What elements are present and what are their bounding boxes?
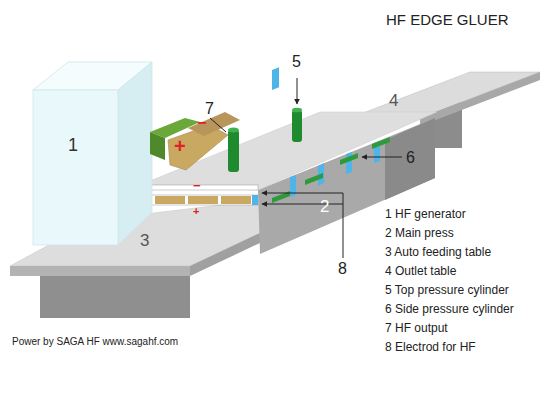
callout-number: 5 bbox=[292, 53, 301, 71]
polarity-sign: − bbox=[193, 179, 201, 193]
leader-lines bbox=[210, 78, 402, 258]
polarity-sign: − bbox=[197, 114, 206, 132]
hf-generator bbox=[33, 62, 152, 245]
hf-output bbox=[150, 112, 240, 172]
callout-number: 8 bbox=[338, 260, 347, 278]
key-entry: 6 Side pressure cylinder bbox=[385, 303, 514, 316]
key-entry: 4 Outlet table bbox=[385, 265, 456, 278]
callout-number: 4 bbox=[389, 92, 398, 111]
callout-number: 6 bbox=[406, 149, 415, 167]
diagram-title: HF EDGE GLUER bbox=[386, 12, 509, 29]
polarity-sign: + bbox=[193, 205, 199, 217]
credit-caption: Power by SAGA HF www.sagahf.com bbox=[12, 336, 178, 347]
key-entry: 5 Top pressure cylinder bbox=[385, 284, 509, 297]
key-entry: 2 Main press bbox=[385, 227, 454, 240]
callout-number: 1 bbox=[68, 136, 78, 156]
callout-number: 2 bbox=[320, 198, 329, 217]
key-entry: 1 HF generator bbox=[385, 208, 466, 221]
key-entry: 7 HF output bbox=[385, 322, 448, 335]
main-press bbox=[140, 67, 437, 254]
key-entry: 3 Auto feeding table bbox=[385, 246, 491, 259]
key-entry: 8 Electrod for HF bbox=[385, 341, 476, 354]
polarity-sign: + bbox=[174, 135, 186, 157]
callout-number: 3 bbox=[140, 232, 149, 251]
top-cylinder bbox=[292, 108, 302, 142]
